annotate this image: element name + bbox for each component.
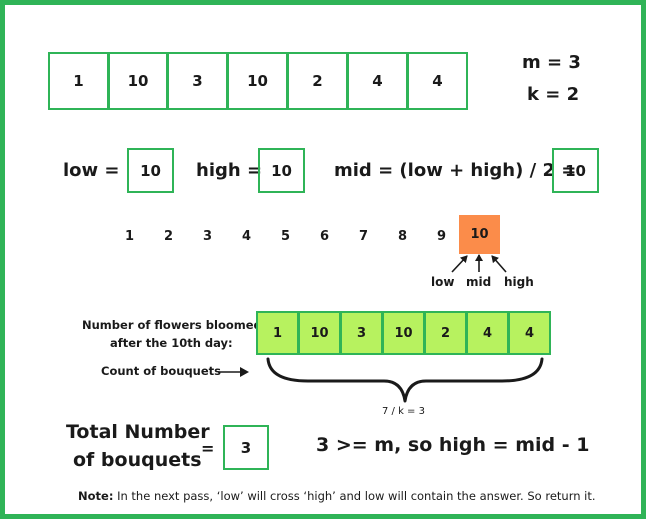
array-cell: 2	[287, 52, 348, 110]
array-cell: 4	[347, 52, 408, 110]
bouquet-calculation: 7 / k = 3	[382, 406, 425, 417]
total-label-line2: of bouquets	[73, 449, 202, 471]
bloomed-cell: 10	[298, 311, 341, 355]
number-10: 10	[470, 227, 489, 242]
number-1: 1	[125, 229, 135, 244]
array-cell: 1	[48, 52, 109, 110]
total-label-line1: Total Number	[66, 421, 210, 443]
number-7: 7	[359, 229, 369, 244]
number-6: 6	[320, 229, 330, 244]
low-value-box: 10	[127, 148, 174, 193]
array-cell: 4	[407, 52, 468, 110]
high-value-box: 10	[258, 148, 305, 193]
number-2: 2	[164, 229, 174, 244]
number-3: 3	[203, 229, 213, 244]
mid-value-box: 10	[552, 148, 599, 193]
curly-brace	[266, 357, 544, 403]
array-cell: 10	[108, 52, 168, 110]
number-4: 4	[242, 229, 252, 244]
high-label: high =	[196, 160, 263, 181]
bloomed-cell: 3	[340, 311, 383, 355]
bloomed-cell: 2	[424, 311, 467, 355]
pointer-mid-label: mid	[466, 275, 492, 289]
bloomed-cell: 10	[382, 311, 425, 355]
bloomed-array: 1 10 3 10 2 4 4	[256, 311, 551, 355]
number-5: 5	[281, 229, 291, 244]
number-8: 8	[398, 229, 408, 244]
bloom-label-line1: Number of flowers bloomed	[82, 318, 262, 332]
note: Note: In the next pass, ‘low’ will cross…	[78, 489, 596, 503]
param-k: k = 2	[527, 84, 580, 105]
count-bouquets-label: Count of bouquets	[101, 364, 222, 378]
bloom-label-line2: after the 10th day:	[110, 336, 233, 350]
total-value-box: 3	[223, 425, 269, 470]
pointer-arrows	[451, 254, 507, 273]
conclusion-text: 3 >= m, so high = mid - 1	[316, 434, 590, 456]
number-9: 9	[437, 229, 447, 244]
bloomed-cell: 4	[466, 311, 509, 355]
high-arrow	[491, 255, 507, 273]
number-10-highlight: 10	[459, 215, 500, 254]
pointer-low-label: low	[431, 275, 455, 289]
bloomed-cell: 1	[256, 311, 299, 355]
array-cell: 3	[167, 52, 228, 110]
note-prefix: Note:	[78, 489, 114, 503]
low-arrow	[451, 255, 468, 273]
note-text: In the next pass, ‘low’ will cross ‘high…	[113, 489, 596, 503]
pointer-high-label: high	[504, 275, 534, 289]
total-equals: =	[201, 439, 215, 458]
mid-formula-label: mid = (low + high) / 2 =	[334, 160, 577, 181]
count-arrow	[218, 367, 249, 377]
input-array: 1 10 3 10 2 4 4	[48, 52, 468, 110]
bloomed-cell: 4	[508, 311, 551, 355]
array-cell: 10	[227, 52, 288, 110]
low-label: low =	[63, 160, 120, 181]
param-m: m = 3	[522, 52, 581, 73]
